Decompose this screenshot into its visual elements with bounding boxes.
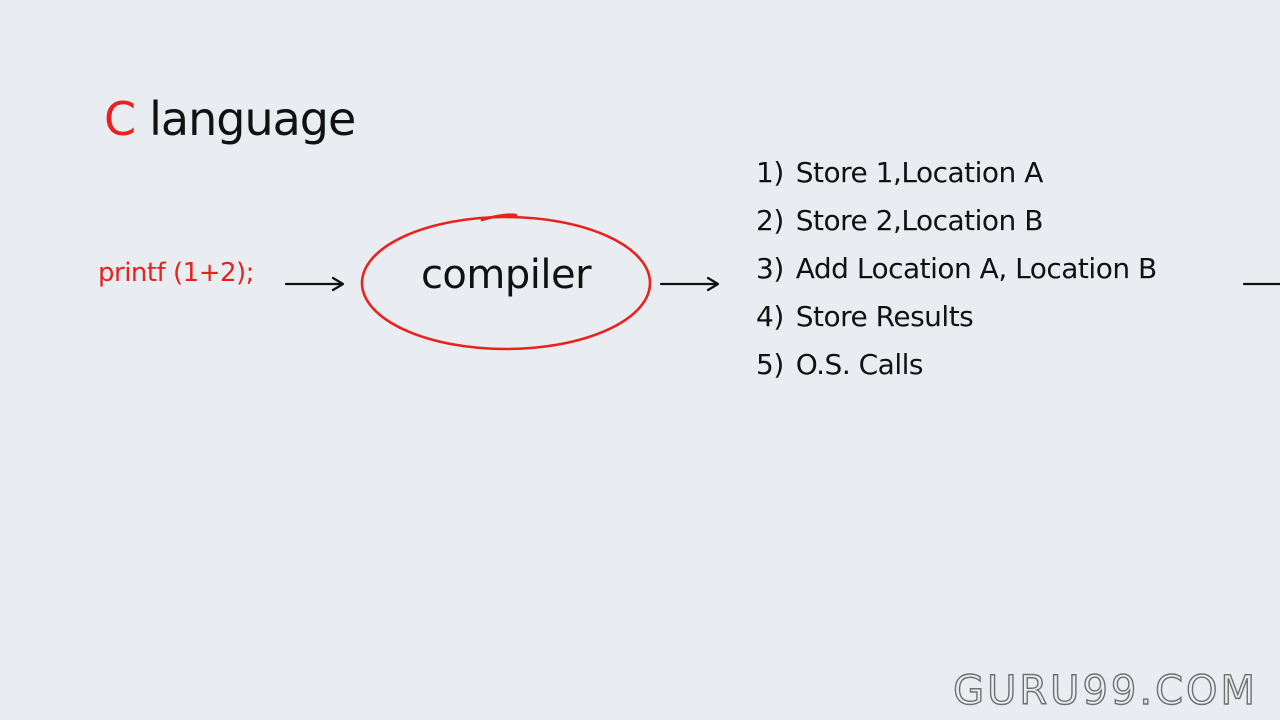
step-number: 4) bbox=[756, 300, 784, 333]
list-item: 5) O.S. Calls bbox=[756, 348, 1157, 396]
arrow-right-icon bbox=[660, 274, 722, 294]
source-code-snippet: printf (1+2); bbox=[98, 258, 254, 288]
arrow-right-icon bbox=[285, 274, 347, 294]
watermark-logo: GURU99.COM bbox=[952, 667, 1258, 714]
page-title: C language bbox=[104, 92, 356, 162]
step-text: Store Results bbox=[795, 300, 974, 333]
list-item: 3) Add Location A, Location B bbox=[756, 252, 1157, 300]
step-number: 5) bbox=[756, 348, 784, 381]
list-item: 1) Store 1,Location A bbox=[756, 156, 1157, 204]
step-text: Add Location A, Location B bbox=[795, 252, 1157, 285]
step-number: 1) bbox=[756, 156, 784, 189]
title-letter-c: C bbox=[104, 92, 136, 146]
arrow-line-partial bbox=[1243, 274, 1280, 294]
list-item: 2) Store 2,Location B bbox=[756, 204, 1157, 252]
step-text: Store 2,Location B bbox=[795, 204, 1044, 237]
compiler-circle bbox=[360, 213, 652, 351]
machine-instruction-list: 1) Store 1,Location A 2) Store 2,Locatio… bbox=[756, 156, 1157, 396]
step-text: Store 1,Location A bbox=[795, 156, 1044, 189]
step-text: O.S. Calls bbox=[795, 348, 924, 381]
list-item: 4) Store Results bbox=[756, 300, 1157, 348]
title-word-language: language bbox=[149, 92, 356, 146]
compiler-label: compiler bbox=[420, 252, 592, 298]
step-number: 2) bbox=[756, 204, 784, 237]
step-number: 3) bbox=[756, 252, 784, 285]
